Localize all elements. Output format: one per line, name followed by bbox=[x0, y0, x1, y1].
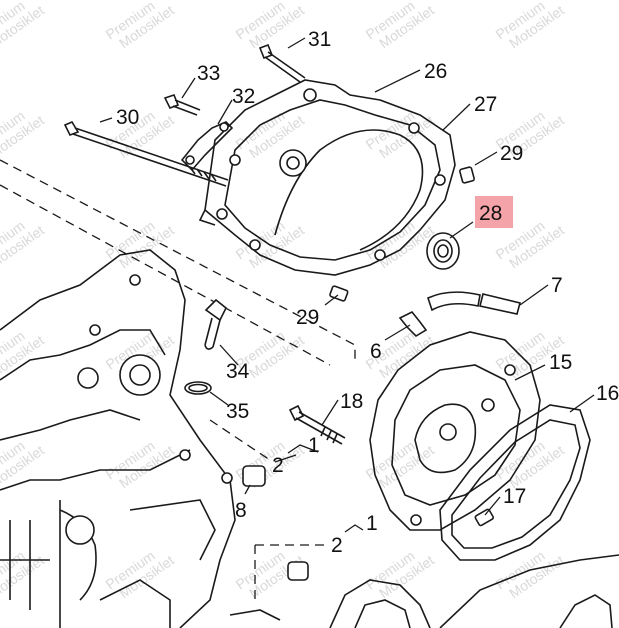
part-32-bracket bbox=[180, 121, 234, 172]
callout-28-highlight bbox=[475, 196, 513, 228]
callout-7: 7 bbox=[551, 274, 563, 297]
callout-30: 30 bbox=[116, 106, 139, 129]
callout-2-lower: 2 bbox=[331, 534, 343, 557]
part-35-o-ring bbox=[184, 381, 212, 395]
lower-housing bbox=[229, 554, 619, 628]
part-6-fitting bbox=[398, 310, 428, 338]
callout-35: 35 bbox=[226, 400, 249, 423]
callout-31: 31 bbox=[308, 28, 331, 51]
part-15-cover bbox=[369, 331, 541, 531]
callout-17: 17 bbox=[503, 485, 526, 508]
callout-6: 6 bbox=[370, 340, 382, 363]
part-8-damper-lower bbox=[287, 561, 309, 581]
callout-28: 28 bbox=[479, 202, 502, 225]
callout-26: 26 bbox=[424, 60, 447, 83]
part-29-dowel-pin-upper bbox=[459, 166, 475, 184]
callout-8: 8 bbox=[235, 499, 247, 522]
callout-29-upper: 29 bbox=[500, 142, 523, 165]
callout-15: 15 bbox=[549, 351, 572, 374]
part-7-hose bbox=[427, 291, 521, 315]
crankcase-cover-upper bbox=[198, 79, 456, 276]
callout-34: 34 bbox=[226, 360, 250, 383]
part-33-bolt bbox=[163, 94, 201, 116]
callout-33: 33 bbox=[197, 62, 220, 85]
callout-1-lower: 1 bbox=[366, 512, 378, 535]
callout-29-lower: 29 bbox=[296, 306, 319, 329]
part-31-bolt bbox=[258, 43, 306, 83]
callout-27: 27 bbox=[474, 93, 497, 116]
callout-1-upper: 1 bbox=[308, 434, 320, 457]
part-17-pin bbox=[474, 508, 494, 527]
callout-labels: 31 33 32 26 27 30 29 28 7 29 6 15 34 16 … bbox=[116, 28, 619, 557]
part-34-breather bbox=[204, 298, 228, 350]
part-16-gasket bbox=[439, 404, 591, 561]
callout-2-upper: 2 bbox=[272, 454, 284, 477]
callout-18: 18 bbox=[340, 390, 363, 413]
part-28-oil-seal bbox=[426, 232, 460, 270]
callout-32: 32 bbox=[232, 85, 255, 108]
callout-16: 16 bbox=[596, 382, 619, 405]
leader-lines bbox=[99, 37, 595, 533]
assembly-guide-lines bbox=[0, 159, 356, 600]
part-8-damper bbox=[221, 465, 266, 487]
crankcase-left bbox=[0, 249, 236, 628]
